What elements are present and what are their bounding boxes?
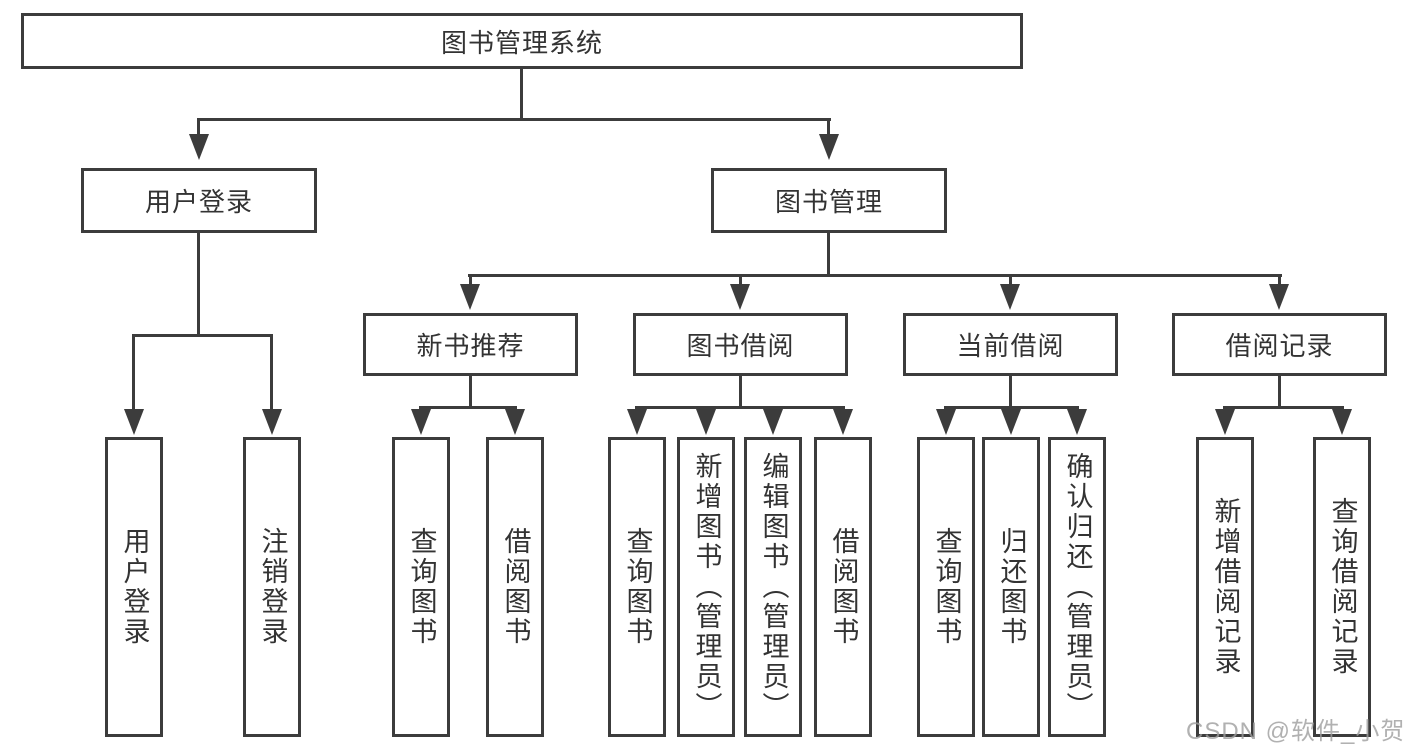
- connector-line: [270, 334, 273, 411]
- connector-line: [1278, 274, 1281, 286]
- arrowhead-down-icon: [819, 134, 839, 160]
- arrowhead-down-icon: [1332, 409, 1352, 435]
- arrowhead-down-icon: [1000, 284, 1020, 310]
- arrowhead-down-icon: [1001, 409, 1021, 435]
- csdn-watermark: CSDN @软件_小贺同学: [1186, 718, 1405, 745]
- connector-line: [469, 376, 472, 408]
- arrowhead-down-icon: [124, 409, 144, 435]
- connector-line: [520, 68, 523, 120]
- arrowhead-down-icon: [460, 284, 480, 310]
- arrowhead-down-icon: [763, 409, 783, 435]
- connector-line: [1223, 406, 1344, 409]
- node-user-login: 用户登录: [81, 168, 317, 233]
- connector-line: [197, 118, 831, 121]
- leaf-add-books-admin: 新增图书（管理员）: [677, 437, 735, 737]
- connector-line: [739, 274, 742, 286]
- leaf-query-books-3: 查询图书: [917, 437, 975, 737]
- connector-line: [1278, 375, 1281, 408]
- leaf-confirm-return-admin: 确认归还（管理员）: [1048, 437, 1106, 737]
- arrowhead-down-icon: [833, 409, 853, 435]
- connector-line: [739, 376, 742, 408]
- connector-line: [468, 274, 1282, 277]
- node-borrowing-records: 借阅记录: [1172, 313, 1387, 376]
- arrowhead-down-icon: [505, 409, 525, 435]
- arrowhead-down-icon: [1067, 409, 1087, 435]
- connector-line: [827, 233, 830, 276]
- node-book-borrowing: 图书借阅: [633, 313, 848, 376]
- arrowhead-down-icon: [189, 134, 209, 160]
- leaf-edit-books-admin: 编辑图书（管理员）: [744, 437, 802, 737]
- leaf-add-borrow-record: 新增借阅记录: [1196, 437, 1254, 737]
- leaf-user-login: 用户登录: [105, 437, 163, 737]
- arrowhead-down-icon: [696, 409, 716, 435]
- connector-line: [944, 406, 1079, 409]
- leaf-query-books-1: 查询图书: [392, 437, 450, 737]
- connector-line: [419, 406, 517, 409]
- arrowhead-down-icon: [627, 409, 647, 435]
- leaf-logout: 注销登录: [243, 437, 301, 737]
- arrowhead-down-icon: [730, 284, 750, 310]
- connector-line: [469, 274, 472, 286]
- connector-line: [197, 233, 200, 336]
- connector-line: [197, 118, 200, 136]
- arrowhead-down-icon: [1215, 409, 1235, 435]
- leaf-query-borrow-record: 查询借阅记录: [1313, 437, 1371, 737]
- arrowhead-down-icon: [411, 409, 431, 435]
- connector-line: [1009, 376, 1012, 408]
- connector-line: [635, 406, 845, 409]
- node-current-borrowing: 当前借阅: [903, 313, 1118, 376]
- arrowhead-down-icon: [1269, 284, 1289, 310]
- connector-line: [1009, 274, 1012, 286]
- leaf-borrow-books-1: 借阅图书: [486, 437, 544, 737]
- leaf-borrow-books-2: 借阅图书: [814, 437, 872, 737]
- node-root: 图书管理系统: [21, 13, 1023, 69]
- arrowhead-down-icon: [936, 409, 956, 435]
- arrowhead-down-icon: [262, 409, 282, 435]
- leaf-return-books: 归还图书: [982, 437, 1040, 737]
- connector-line: [827, 118, 830, 136]
- connector-line: [132, 334, 135, 411]
- connector-line: [132, 334, 273, 337]
- leaf-query-books-2: 查询图书: [608, 437, 666, 737]
- node-book-management: 图书管理: [711, 168, 947, 233]
- node-new-book-recommend: 新书推荐: [363, 313, 578, 376]
